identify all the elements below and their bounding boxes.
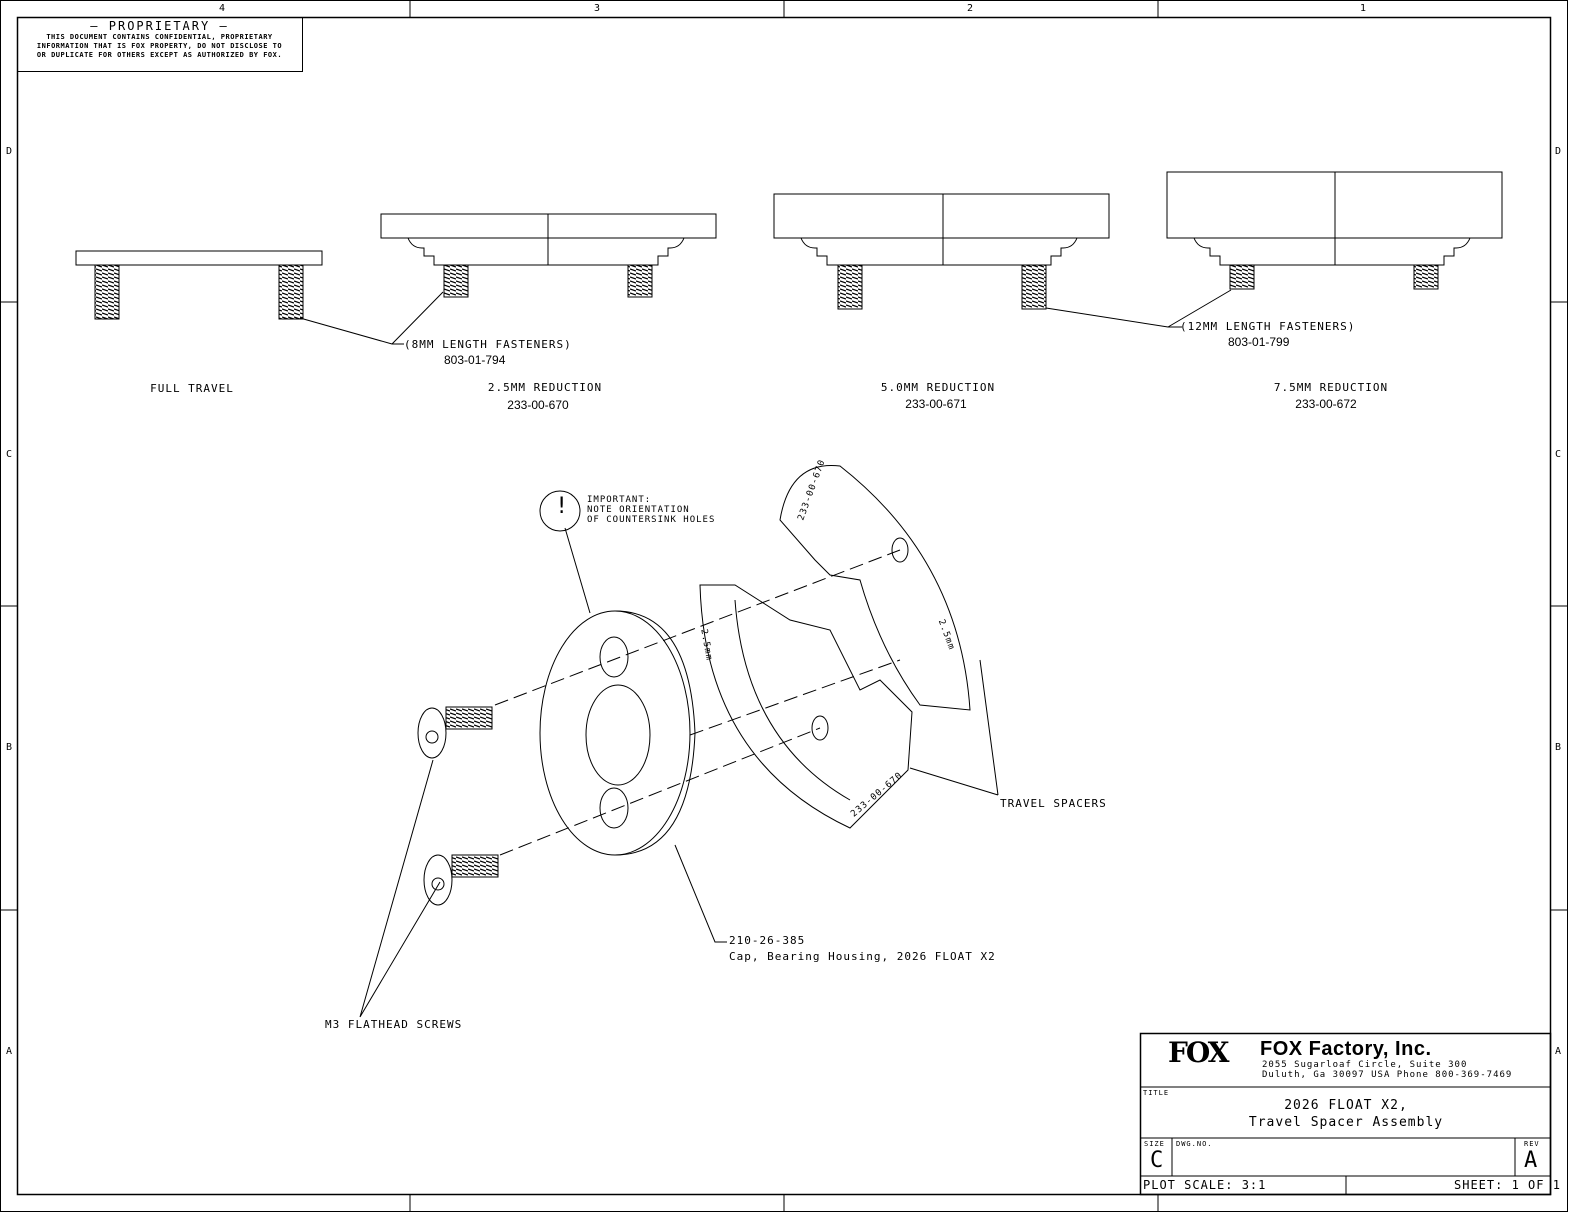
rev-value: A [1524, 1148, 1539, 1173]
cap-part-number: 210-26-385 [729, 934, 806, 947]
view-part-number: 233-00-671 [905, 397, 967, 411]
view-label: 5.0MM REDUCTION [880, 381, 996, 394]
note-line: NOTE ORIENTATION [587, 505, 690, 515]
company-name: FOX Factory, Inc. [1260, 1038, 1432, 1060]
proprietary-line: INFORMATION THAT IS FOX PROPERTY, DO NOT… [36, 42, 283, 50]
important-symbol [539, 490, 581, 532]
travel-spacer-back [779, 464, 971, 711]
size-label: SIZE [1144, 1140, 1165, 1148]
view-label: 2.5MM REDUCTION [487, 381, 603, 394]
view-label: 7.5MM REDUCTION [1273, 381, 1389, 394]
proprietary-line: OR DUPLICATE FOR OTHERS EXCEPT AS AUTHOR… [36, 51, 283, 59]
spacer-7-5-view [1166, 171, 1503, 290]
zone-row-a: A [6, 1046, 13, 1057]
drawing-subtitle: Travel Spacer Assembly [1248, 1115, 1444, 1130]
sheet-number: SHEET: 1 OF 1 [1454, 1178, 1561, 1192]
zone-row-a-right: A [1555, 1046, 1562, 1057]
proprietary-line: THIS DOCUMENT CONTAINS CONFIDENTIAL, PRO… [46, 33, 273, 41]
fox-logo: FOX [1168, 1036, 1229, 1069]
dwg-no-label: DWG.NO. [1176, 1140, 1213, 1148]
fastener-label: (8MM LENGTH FASTENERS) [404, 338, 572, 351]
company-address: 2055 Sugarloaf Circle, Suite 300 [1262, 1060, 1468, 1070]
zone-col-1: 1 [1360, 3, 1367, 14]
title-block-frame [1139, 1032, 1552, 1196]
title-label: TITLE [1143, 1089, 1170, 1097]
flathead-screw-bottom [423, 854, 499, 906]
size-value: C [1150, 1148, 1165, 1173]
proprietary-notice: — PROPRIETARY — THIS DOCUMENT CONTAINS C… [17, 17, 303, 72]
view-part-number: 233-00-670 [507, 398, 569, 412]
zone-row-b: B [6, 742, 13, 753]
proprietary-heading: PROPRIETARY [108, 19, 211, 33]
company-address: Duluth, Ga 30097 USA Phone 800-369-7469 [1262, 1070, 1513, 1080]
important-icon: ! [555, 494, 570, 519]
zone-row-c: C [6, 449, 13, 460]
zone-col-4: 4 [219, 3, 226, 14]
note-line: OF COUNTERSINK HOLES [587, 515, 716, 525]
view-part-number: 233-00-672 [1295, 397, 1357, 411]
fastener-part: 803-01-794 [444, 353, 506, 367]
drawing-title: 2026 FLOAT X2, [1284, 1098, 1408, 1113]
zone-col-2: 2 [967, 3, 974, 14]
important-note: IMPORTANT: NOTE ORIENTATION OF COUNTERSI… [587, 495, 715, 525]
travel-spacers-label: TRAVEL SPACERS [1000, 797, 1107, 810]
rev-label: REV [1524, 1140, 1540, 1148]
spacer-5-0-view [773, 193, 1110, 310]
leader-lines [299, 289, 1232, 1018]
cap-description: Cap, Bearing Housing, 2026 FLOAT X2 [729, 950, 996, 963]
spacer-2-5-view [380, 213, 717, 298]
note-line: IMPORTANT: [587, 495, 652, 505]
zone-row-c-right: C [1555, 449, 1562, 460]
screws-label: M3 FLATHEAD SCREWS [325, 1018, 463, 1031]
zone-row-d: D [6, 146, 13, 157]
view-label: FULL TRAVEL [150, 382, 234, 395]
center-lines [494, 549, 901, 856]
full-travel-view [75, 250, 323, 320]
zone-row-d-right: D [1555, 146, 1562, 157]
bearing-cap [539, 610, 696, 856]
zone-row-b-right: B [1555, 742, 1562, 753]
flathead-screw-top [417, 706, 493, 759]
fastener-label: (12MM LENGTH FASTENERS) [1180, 320, 1356, 333]
plot-scale: PLOT SCALE: 3:1 [1143, 1178, 1267, 1192]
travel-spacer-front [699, 584, 913, 829]
zone-col-3: 3 [594, 3, 601, 14]
fastener-part: 803-01-799 [1228, 335, 1290, 349]
